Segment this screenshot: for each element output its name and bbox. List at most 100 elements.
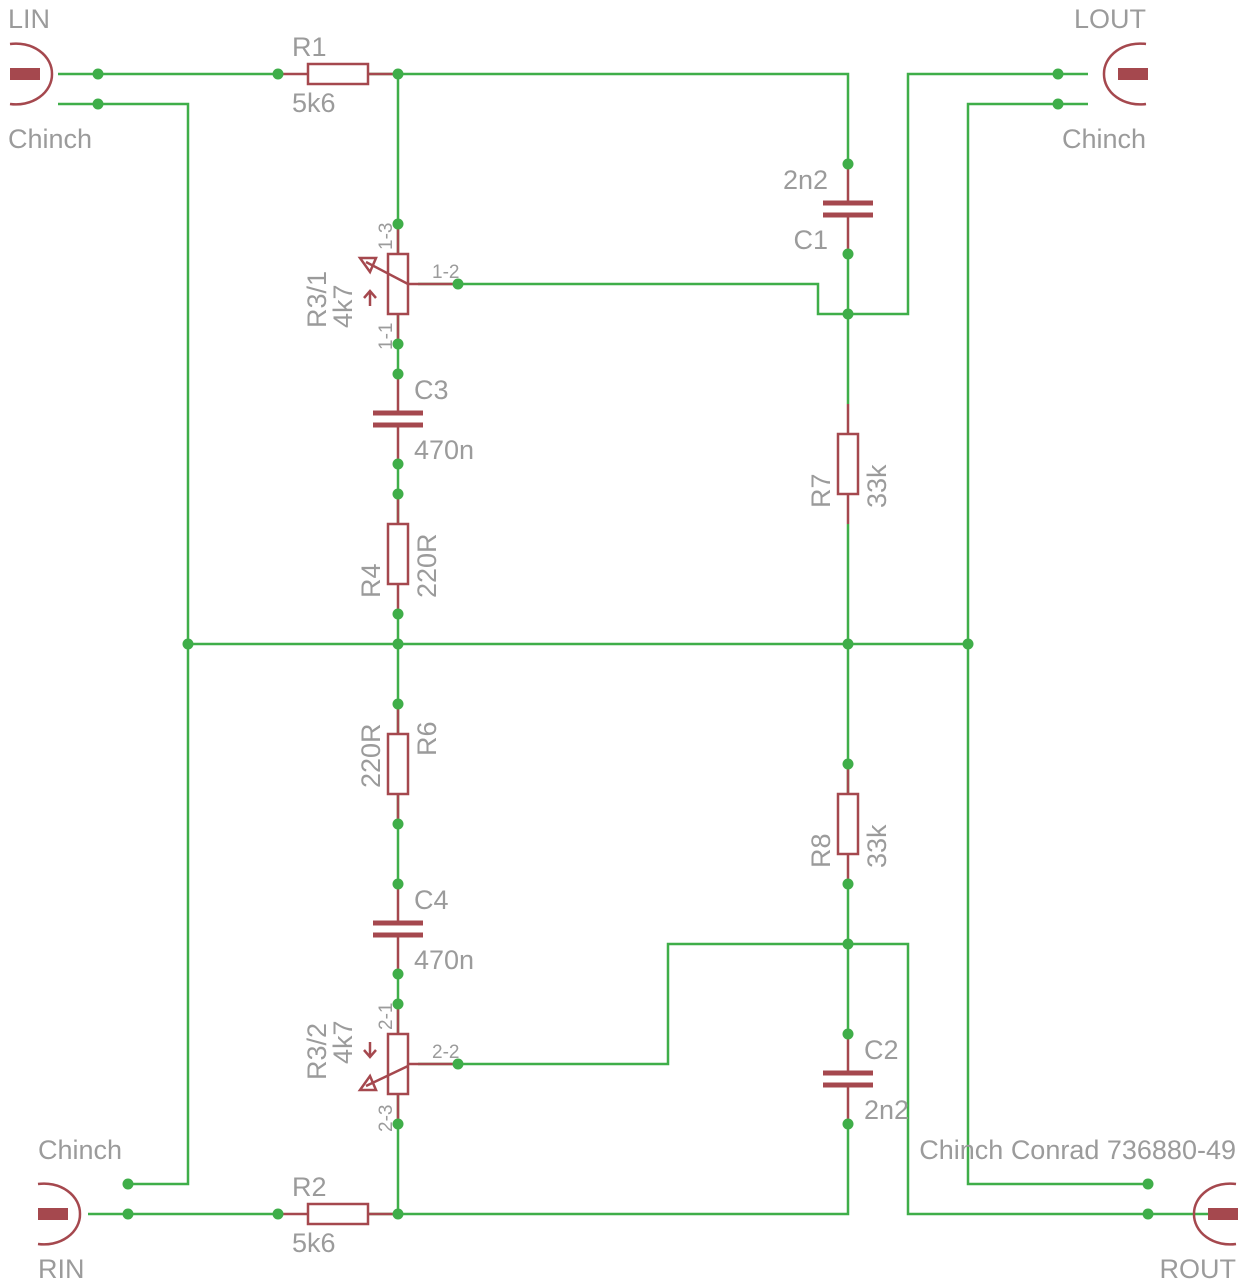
capacitor-c4-name: C4 xyxy=(414,885,449,915)
jack-shell-icon xyxy=(1102,42,1147,75)
junction-dot xyxy=(392,878,404,890)
resistor-r4-name: R4 xyxy=(356,563,386,598)
wiper-arrowhead-icon xyxy=(357,1073,378,1092)
junction-dot xyxy=(392,638,404,650)
pin-label-2-2: 2-2 xyxy=(432,1042,459,1063)
junction-dot xyxy=(392,968,404,980)
junction-dot xyxy=(272,68,284,80)
junction-dot xyxy=(392,1208,404,1220)
resistor-r6: 220R R6 xyxy=(356,704,442,824)
wire-lin-ground xyxy=(58,102,190,1186)
resistor-r7-value: 33k xyxy=(862,464,892,508)
junction-dot xyxy=(122,1178,134,1190)
junction-dot xyxy=(92,68,104,80)
junction-dot xyxy=(392,818,404,830)
jack-shell-lower-icon xyxy=(9,73,54,106)
junction-dot xyxy=(842,158,854,170)
junction-dot xyxy=(842,248,854,260)
capacitor-c1-value: 2n2 xyxy=(783,165,828,195)
capacitor-c4: C4 470n xyxy=(373,884,474,975)
direction-arrowhead-icon xyxy=(363,289,377,299)
jack-pin-icon xyxy=(10,68,40,80)
wires xyxy=(58,72,1208,1216)
junction-dot xyxy=(392,698,404,710)
pin-label-2-3: 2-3 xyxy=(376,1105,397,1132)
junction-dot xyxy=(1142,1178,1154,1190)
potentiometer-body-icon xyxy=(386,252,410,316)
resistor-body-icon xyxy=(836,792,860,856)
resistor-r8-name: R8 xyxy=(806,833,836,868)
junction-dot xyxy=(392,488,404,500)
junction-dot xyxy=(392,608,404,620)
pin-label-1-1: 1-1 xyxy=(376,323,397,350)
jack-shell-icon xyxy=(9,42,54,75)
wire-c2-r2 xyxy=(368,1124,850,1216)
resistor-r8-value: 33k xyxy=(862,824,892,868)
connector-rout: Chinch Conrad 736880-49 ROUT xyxy=(919,1135,1238,1284)
junction-dot xyxy=(842,308,854,320)
wire-lout-ground xyxy=(966,102,1148,1186)
resistor-r1-value: 5k6 xyxy=(292,88,336,118)
junction-dot xyxy=(842,1118,854,1130)
potentiometer-body-icon xyxy=(386,1032,410,1096)
connector-lout-name: LOUT xyxy=(1074,4,1146,34)
junction-dot xyxy=(1052,98,1064,110)
junction-dot xyxy=(392,458,404,470)
pin-label-2-1: 2-1 xyxy=(376,1003,397,1030)
junction-dot xyxy=(392,218,404,230)
pin-label-1-2: 1-2 xyxy=(432,262,459,283)
connector-rin-name: RIN xyxy=(38,1254,85,1284)
wire-pot2-wiper xyxy=(418,942,1208,1216)
potentiometer-r3-2-value: 4k7 xyxy=(328,1020,358,1064)
resistor-r7: R7 33k xyxy=(806,404,892,524)
junction-dot xyxy=(392,1118,404,1130)
connector-lin: LIN Chinch xyxy=(8,4,92,154)
capacitor-c1-name: C1 xyxy=(793,225,828,255)
junction-dot xyxy=(392,998,404,1010)
resistor-r4: R4 220R xyxy=(356,494,442,614)
junction-dot xyxy=(842,1028,854,1040)
jack-pin-icon xyxy=(38,1208,68,1220)
jack-shell-icon xyxy=(37,1182,82,1215)
junctions xyxy=(92,68,1154,1220)
resistor-r1-name: R1 xyxy=(292,32,327,62)
junction-dot xyxy=(842,878,854,890)
junction-dot xyxy=(842,638,854,650)
junction-dot xyxy=(272,1208,284,1220)
capacitor-c3-name: C3 xyxy=(414,375,449,405)
wire-r1-node xyxy=(368,72,850,164)
connector-rout-value: Chinch Conrad 736880-49 xyxy=(919,1135,1236,1165)
jack-shell-lower-icon xyxy=(37,1213,82,1246)
resistor-body-icon xyxy=(386,732,410,796)
resistor-body-icon xyxy=(836,432,860,496)
resistor-body-icon xyxy=(306,1202,370,1226)
junction-dot xyxy=(392,368,404,380)
resistor-r6-value: 220R xyxy=(356,723,386,788)
potentiometer-r3-2-name: R3/2 xyxy=(302,1023,332,1080)
junction-dot xyxy=(392,338,404,350)
potentiometer-r3-1-name: R3/1 xyxy=(302,271,332,328)
junction-dot xyxy=(392,68,404,80)
connector-lout: LOUT Chinch xyxy=(1062,4,1148,154)
junction-dot xyxy=(122,1208,134,1220)
connector-rin-value: Chinch xyxy=(38,1135,122,1165)
connector-lin-value: Chinch xyxy=(8,124,92,154)
junction-dot xyxy=(842,938,854,950)
connector-rin: Chinch RIN xyxy=(37,1135,122,1284)
resistor-body-icon xyxy=(306,62,370,86)
connector-lin-name: LIN xyxy=(8,4,50,34)
pin-label-1-3: 1-3 xyxy=(376,223,397,250)
junction-dot xyxy=(962,638,974,650)
resistor-r7-name: R7 xyxy=(806,473,836,508)
junction-dot xyxy=(452,278,464,290)
capacitor-c4-value: 470n xyxy=(414,945,474,975)
resistor-r1: R1 5k6 xyxy=(278,32,398,118)
capacitor-c1: 2n2 C1 xyxy=(783,164,873,255)
potentiometer-r3-2: 2-1 2-2 2-3 R3/2 4k7 xyxy=(302,1003,459,1132)
junction-dot xyxy=(452,1058,464,1070)
resistor-r6-name: R6 xyxy=(412,721,442,756)
connector-lout-value: Chinch xyxy=(1062,124,1146,154)
capacitor-c2-name: C2 xyxy=(864,1035,899,1065)
potentiometer-r3-1: 1-3 1-2 1-1 R3/1 4k7 xyxy=(302,223,459,350)
